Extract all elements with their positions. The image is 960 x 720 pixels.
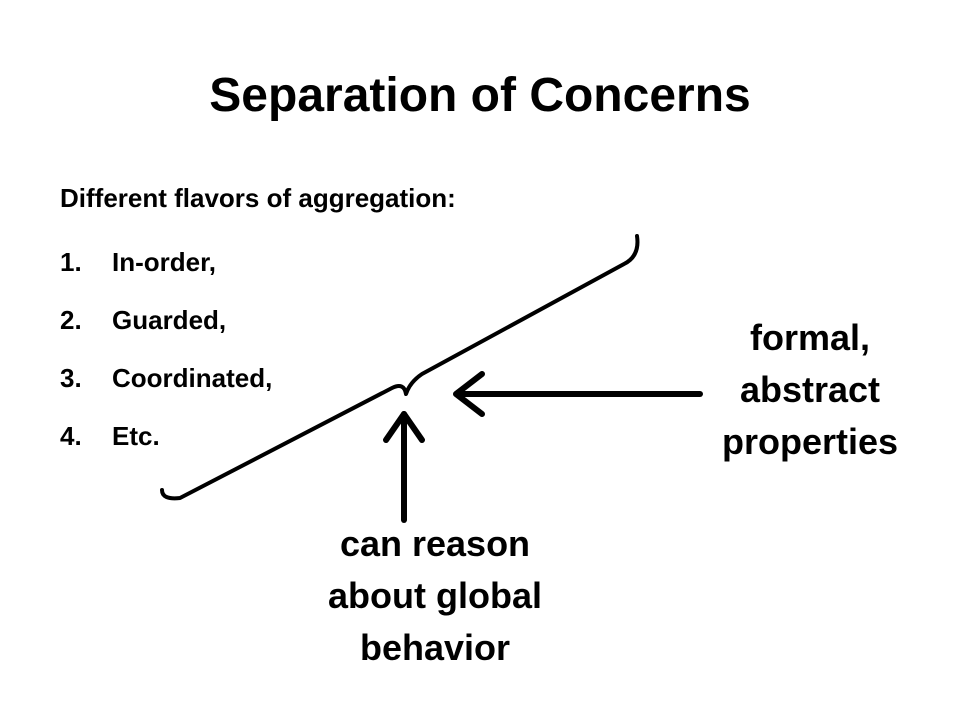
arrow-left-icon [453, 371, 703, 417]
list-item-label: In-order, [112, 247, 217, 277]
callout-line: behavior [359, 627, 511, 668]
list-item: 3. Coordinated, [60, 358, 272, 416]
callout-formal-properties: formal, abstract properties [690, 312, 930, 468]
callout-global-behavior: can reason about global behavior [280, 518, 590, 674]
curly-brace-icon [160, 234, 640, 501]
intro-text: Different flavors of aggregation: [60, 183, 456, 213]
aggregation-list: 1. In-order, 2. Guarded, 3. Coordinated, 4.… [60, 242, 272, 474]
list-item-label: Guarded, [112, 305, 227, 335]
list-item-number: 2. [60, 305, 82, 335]
slide-title: Separation of Concerns [209, 69, 751, 122]
arrow-up-icon [383, 411, 425, 523]
list-item-label: Etc. [112, 421, 160, 451]
list-item: 2. Guarded, [60, 300, 272, 358]
callout-line: formal, [749, 317, 871, 358]
list-item-label: Coordinated, [112, 363, 273, 393]
list-item-number: 1. [60, 247, 82, 277]
list-item-number: 3. [60, 363, 82, 393]
list-item: 4. Etc. [60, 416, 272, 474]
callout-line: about global [328, 575, 542, 616]
callout-line: can reason [339, 523, 531, 564]
callout-line: properties [721, 421, 899, 462]
callout-line: abstract [739, 369, 881, 410]
list-item-number: 4. [60, 421, 82, 451]
list-item: 1. In-order, [60, 242, 272, 300]
